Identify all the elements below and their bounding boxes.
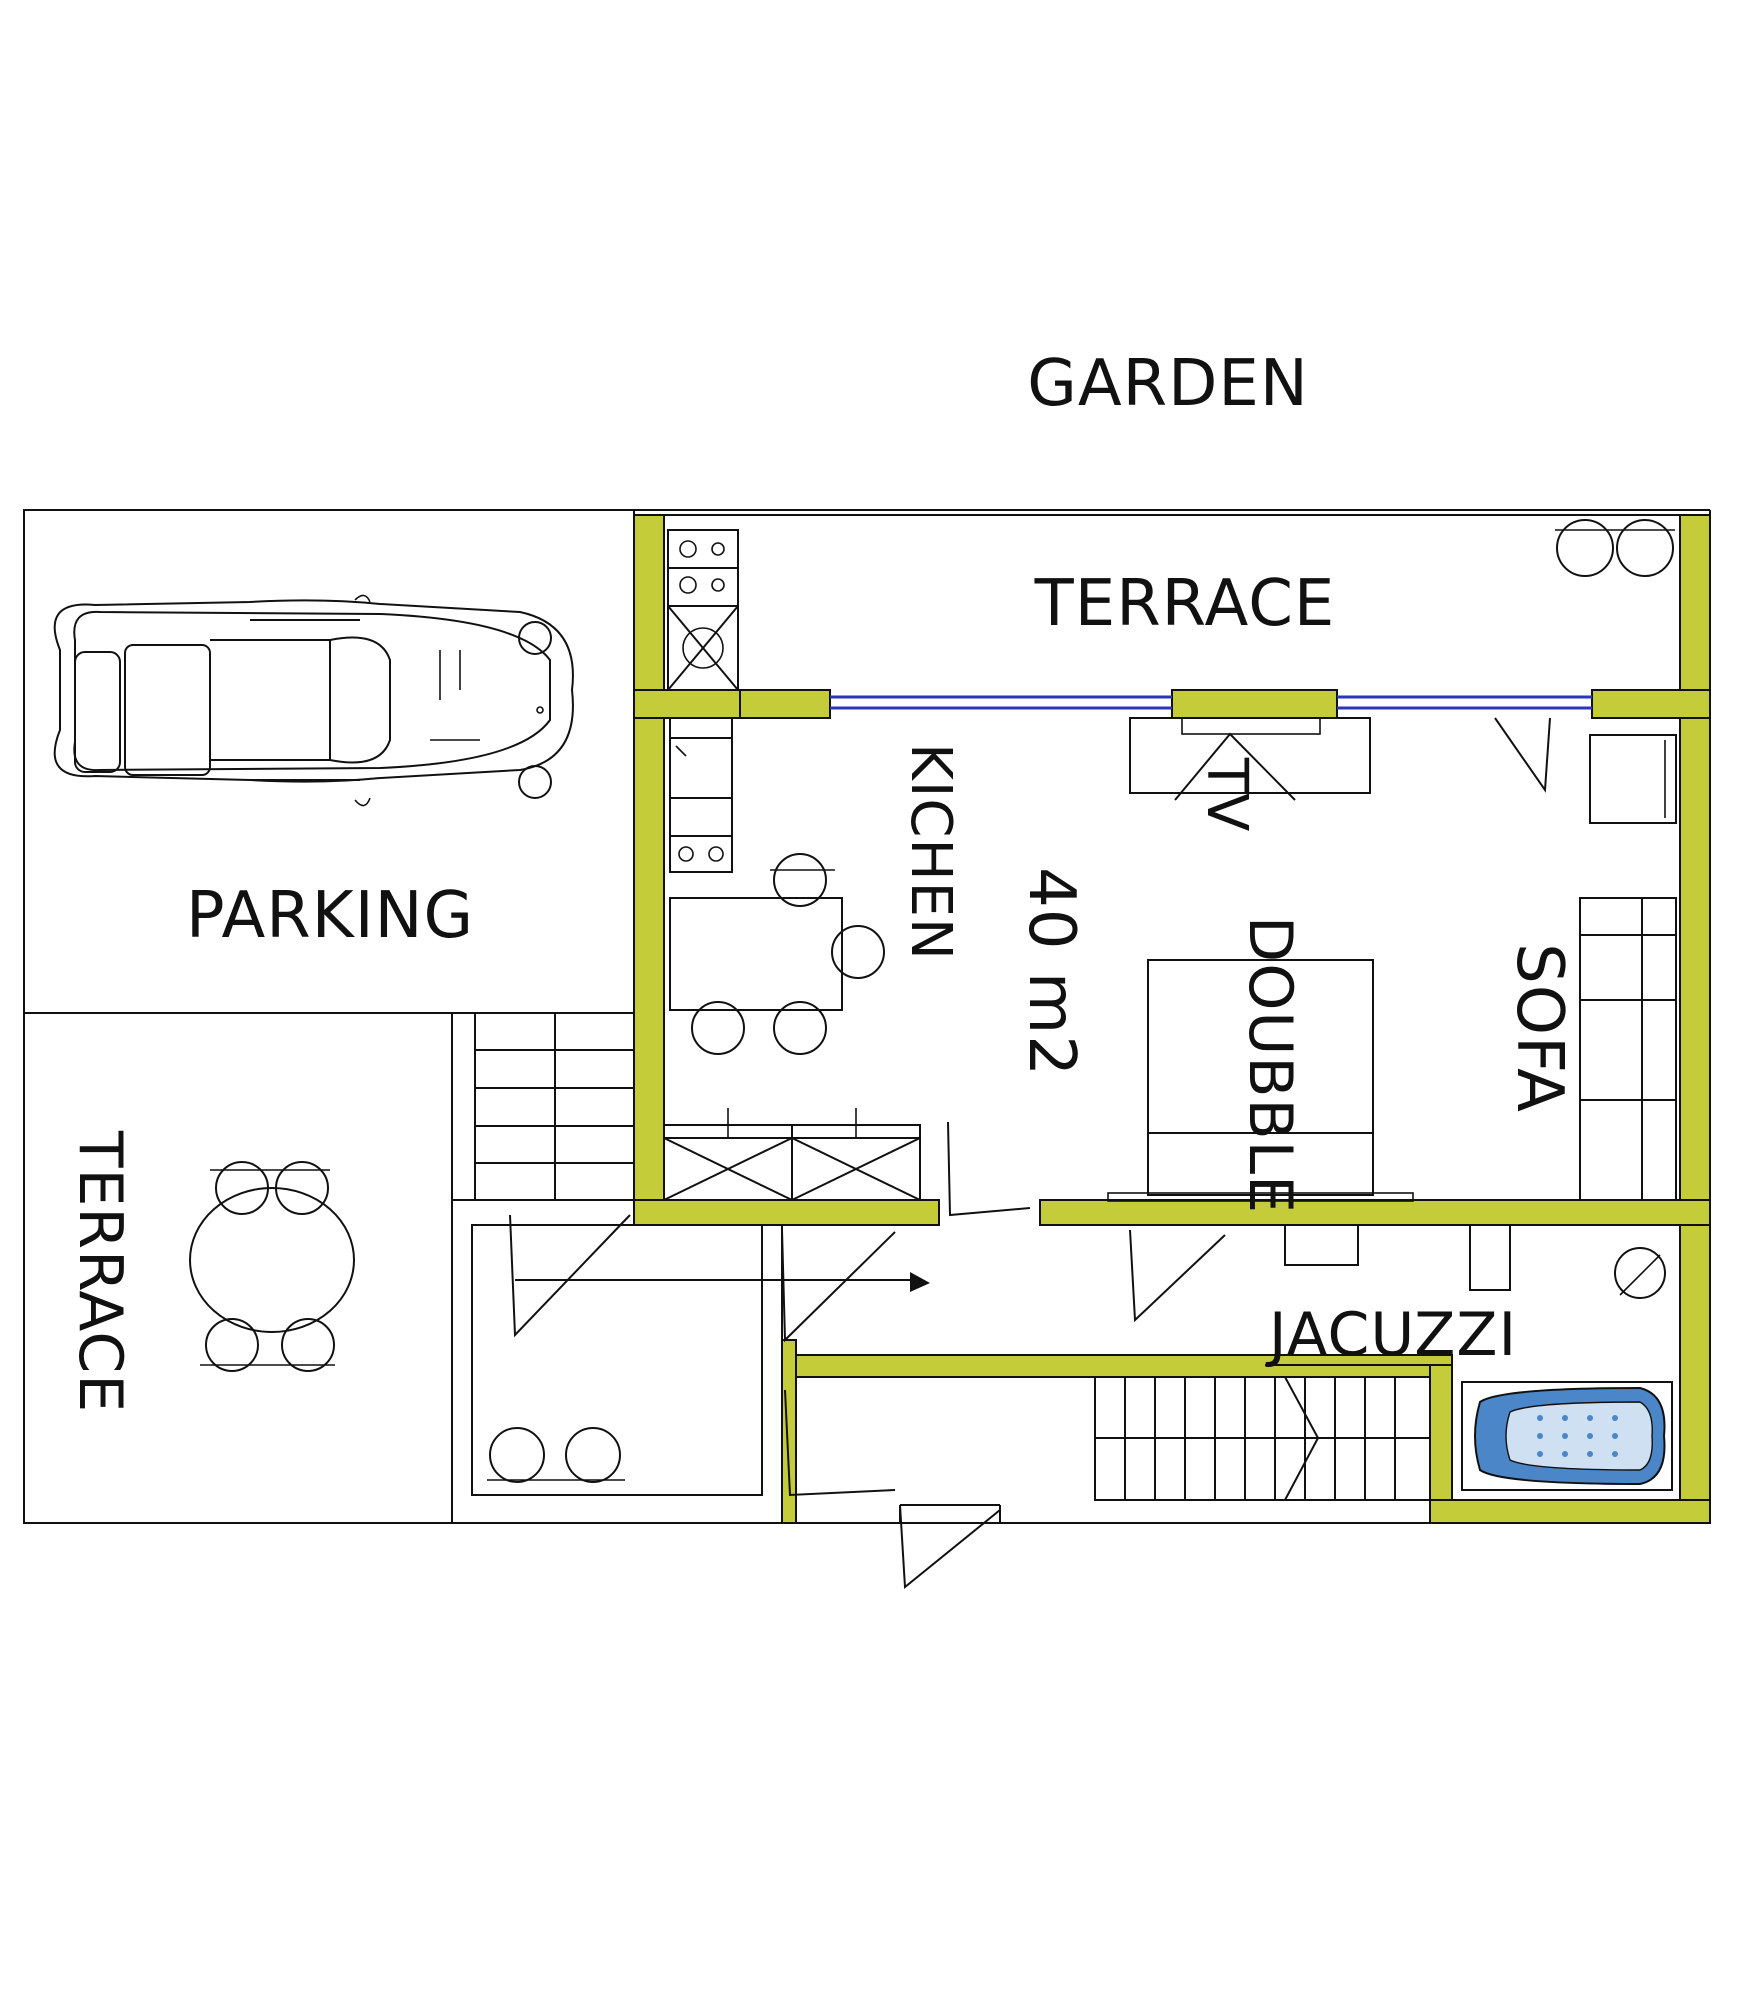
- sofa-label: SOFA: [1502, 943, 1576, 1113]
- wall-terrace-2: [739, 689, 831, 719]
- parking-label: PARKING: [186, 879, 474, 953]
- stove-icon: [667, 529, 739, 691]
- wall-east: [1679, 514, 1711, 1506]
- double-bed: [1107, 959, 1414, 1202]
- windows: [830, 695, 1592, 710]
- sofa: [1579, 897, 1677, 1201]
- door-swing-terrace: [1494, 717, 1551, 793]
- wall-west: [633, 514, 665, 1226]
- wall-south-1: [633, 1199, 940, 1226]
- stairs-icon-right: [1094, 1364, 1450, 1501]
- tv-label: TV: [1194, 757, 1259, 833]
- stairs-icon: [474, 1012, 635, 1201]
- side-cabinet: [1589, 734, 1677, 824]
- plant-icon-pair: [487, 1427, 625, 1483]
- labels: GARDEN TERRACE PARKING KICHEN 40 m2 TV D…: [65, 347, 1576, 1413]
- kitchen-units: [669, 718, 885, 1055]
- terrace-left-label: TERRACE: [65, 1130, 135, 1413]
- wall-jacuzzi-south: [1429, 1499, 1711, 1524]
- terrace-top-label: TERRACE: [1034, 567, 1336, 641]
- jacuzzi-label: JACUZZI: [1265, 1300, 1517, 1370]
- area-label: 40 m2: [1014, 867, 1088, 1077]
- jacuzzi-tub-icon: [1461, 1381, 1673, 1491]
- kitchen-label: KICHEN: [898, 743, 963, 961]
- wall-south-2: [1039, 1199, 1711, 1226]
- plant-icon: [1555, 519, 1675, 577]
- terrace-table: [189, 1161, 355, 1372]
- tv-unit: [1129, 717, 1371, 801]
- double-label: DOUBBLE: [1235, 916, 1305, 1214]
- jacuzzi-fittings: [1129, 1224, 1666, 1323]
- storage-cabinets: [663, 1108, 921, 1201]
- garden-label: GARDEN: [1027, 347, 1308, 421]
- wall-terrace-4: [1591, 689, 1711, 719]
- door-swings: [509, 1214, 1001, 1590]
- door-swing-living: [947, 1121, 1031, 1217]
- car-icon: [53, 594, 574, 807]
- wall-terrace-3: [1171, 689, 1338, 719]
- wall-jacuzzi-west: [781, 1339, 797, 1524]
- wall-terrace-1: [633, 689, 741, 719]
